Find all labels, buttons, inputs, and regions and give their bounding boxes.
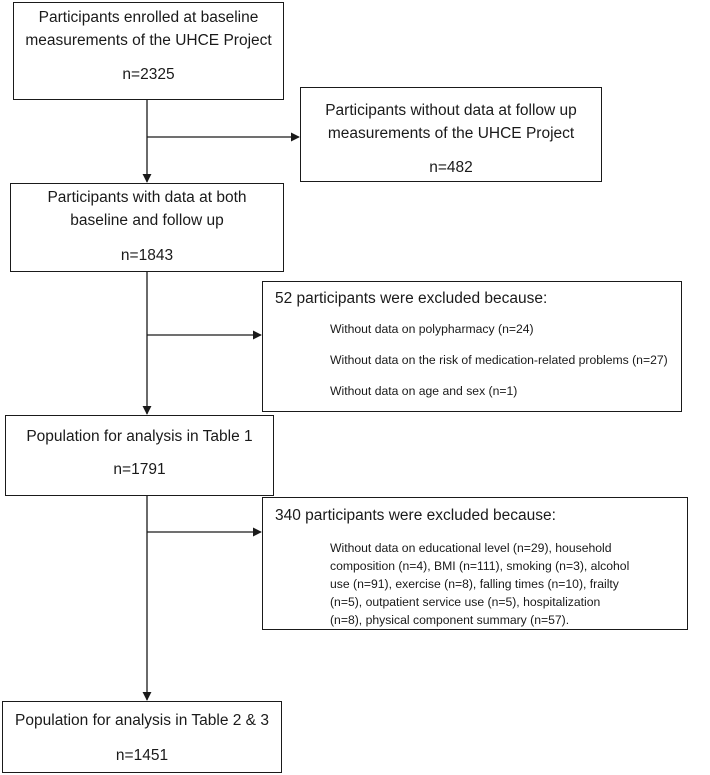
enrolled-line-1: Participants enrolled at baseline — [38, 9, 259, 26]
excluded-52-title: 52 participants were excluded because: — [275, 290, 548, 307]
both-count: n=1843 — [120, 247, 174, 264]
without-followup-line-1: Participants without data at follow up — [325, 102, 577, 119]
table1-line-1: Population for analysis in Table 1 — [26, 428, 253, 445]
excluded-340-box: 340 participants were excluded because: … — [262, 497, 688, 630]
table23-count: n=1451 — [115, 747, 169, 764]
excluded-52-item-polypharmacy: Without data on polypharmacy (n=24) — [330, 322, 534, 336]
excluded-340-line-5: (n=8), physical component summary (n=57)… — [330, 613, 570, 627]
both-line-2: baseline and follow up — [70, 212, 224, 229]
excluded-340-line-4: (n=5), outpatient service use (n=5), hos… — [330, 595, 601, 609]
excluded-340-title: 340 participants were excluded because: — [275, 507, 556, 524]
both-line-1: Participants with data at both — [47, 189, 247, 206]
without-followup-line-2: measurements of the UHCE Project — [327, 125, 575, 142]
excluded-340-line-3: use (n=91), exercise (n=8), falling time… — [330, 577, 619, 591]
enrolled-box: Participants enrolled at baseline measur… — [13, 2, 284, 100]
table23-line-1: Population for analysis in Table 2 & 3 — [15, 712, 269, 729]
enrolled-line-2: measurements of the UHCE Project — [25, 32, 272, 49]
excluded-340-line-2: composition (n=4), BMI (n=111), smoking … — [330, 559, 630, 573]
excluded-340-line-1: Without data on educational level (n=29)… — [330, 541, 612, 555]
table1-box: Population for analysis in Table 1 n=179… — [5, 415, 274, 496]
excluded-52-item-medication-risk: Without data on the risk of medication-r… — [330, 353, 668, 367]
enrolled-count: n=2325 — [122, 66, 175, 83]
without-followup-count: n=482 — [429, 159, 473, 176]
excluded-52-item-age-sex: Without data on age and sex (n=1) — [330, 384, 518, 398]
without-followup-box: Participants without data at follow up m… — [300, 87, 602, 182]
both-box: Participants with data at both baseline … — [10, 183, 284, 272]
table1-count: n=1791 — [113, 461, 166, 478]
table23-box: Population for analysis in Table 2 & 3 n… — [2, 701, 282, 773]
excluded-52-box: 52 participants were excluded because: W… — [262, 281, 682, 412]
